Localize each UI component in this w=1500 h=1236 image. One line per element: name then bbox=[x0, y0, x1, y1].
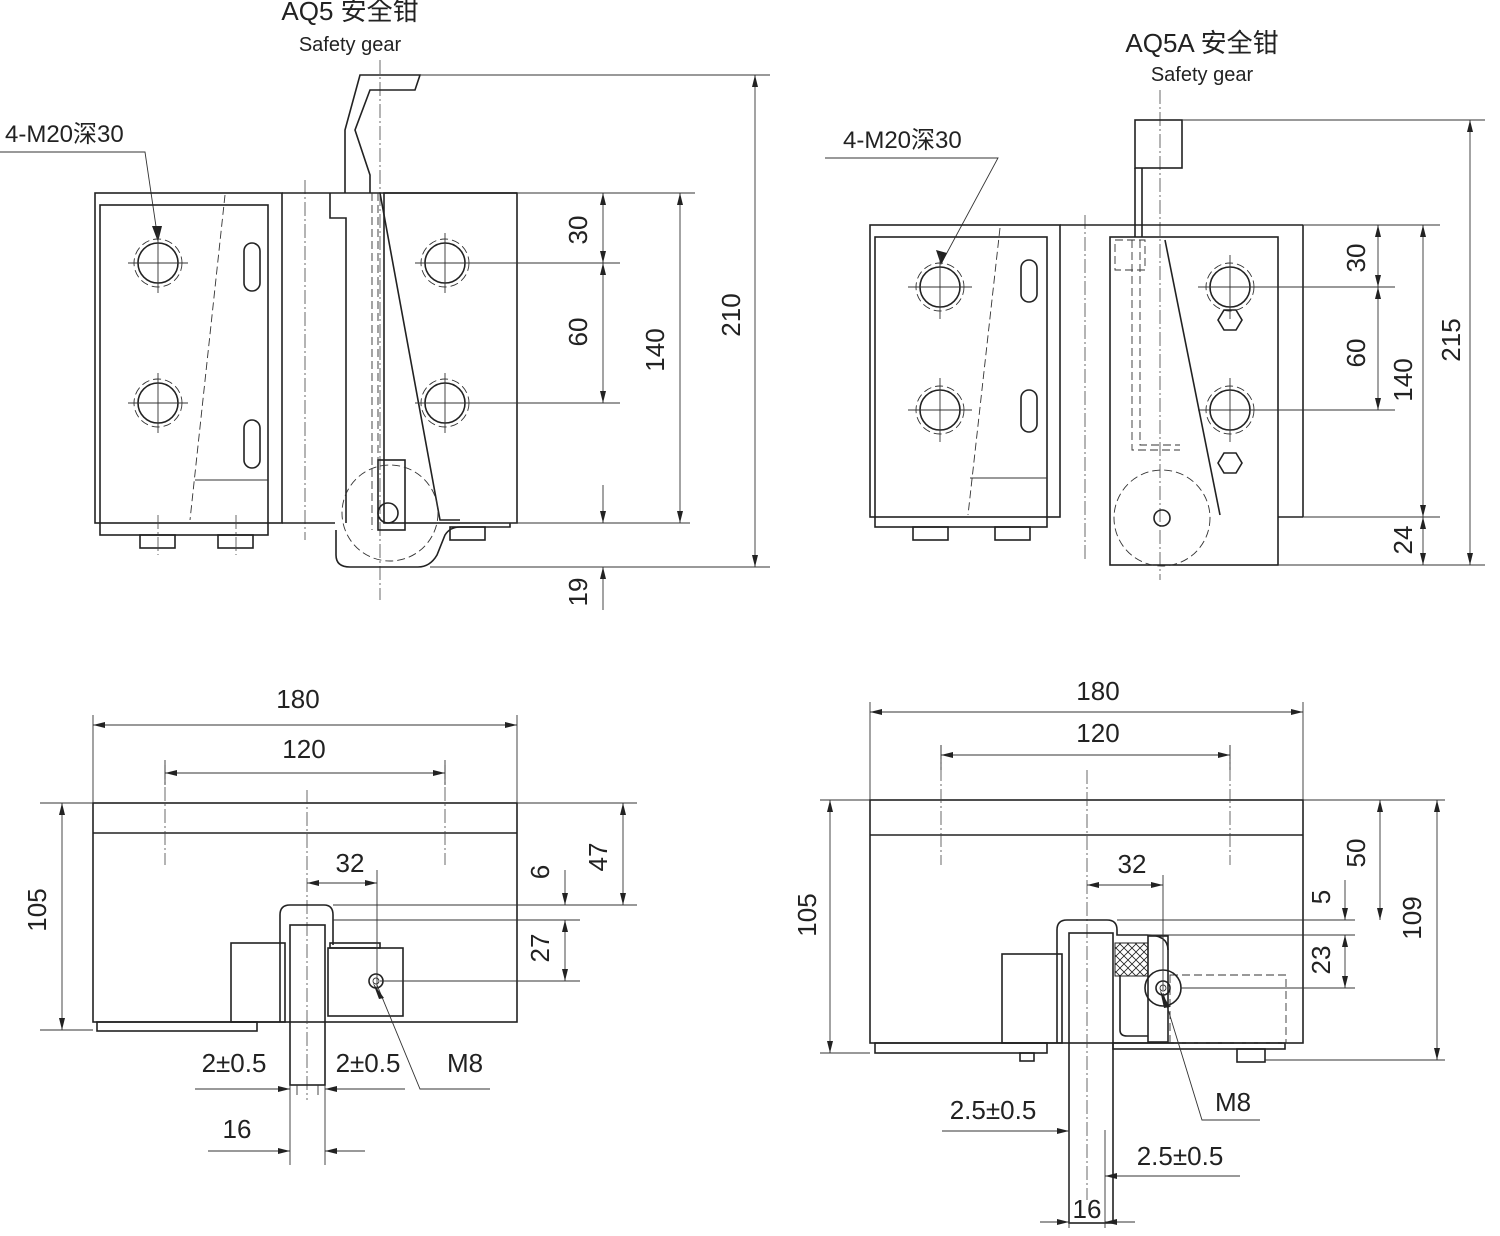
dim-60: 60 bbox=[1341, 339, 1371, 368]
dim-50: 50 bbox=[1341, 839, 1371, 868]
aq5-top-view: 180 120 105 32 47 6 27 2±0.5 2±0.5 M8 16 bbox=[22, 684, 637, 1165]
dim-5: 5 bbox=[1306, 890, 1336, 904]
gap-right: 2.5±0.5 bbox=[1137, 1141, 1224, 1171]
bolt-label: M8 bbox=[447, 1048, 483, 1078]
dim-60: 60 bbox=[563, 318, 593, 347]
dim-47: 47 bbox=[583, 843, 613, 872]
aq5a-side-view: AQ5A 安全钳 Safety gear 4-M20深30 bbox=[825, 28, 1485, 580]
rail-width: 16 bbox=[223, 1114, 252, 1144]
aq5a-title: AQ5A 安全钳 bbox=[1125, 28, 1278, 58]
dim-30: 30 bbox=[563, 216, 593, 245]
rail-width: 16 bbox=[1073, 1194, 1102, 1224]
aq5-thread-note: 4-M20深30 bbox=[5, 121, 124, 148]
dim-19: 19 bbox=[563, 578, 593, 607]
dim-120: 120 bbox=[1076, 718, 1119, 748]
dim-109: 109 bbox=[1397, 896, 1427, 939]
aq5-side-view: AQ5 安全钳 Safety gear 4-M20深30 bbox=[0, 0, 770, 610]
gap-left: 2±0.5 bbox=[202, 1048, 267, 1078]
dim-140: 140 bbox=[1388, 358, 1418, 401]
bolt-holes bbox=[128, 233, 470, 469]
dim-32: 32 bbox=[336, 848, 365, 878]
bolt-label: M8 bbox=[1215, 1087, 1251, 1117]
dim-215: 215 bbox=[1436, 318, 1466, 361]
aq5a-subtitle: Safety gear bbox=[1151, 64, 1254, 86]
aq5a-thread-note: 4-M20深30 bbox=[843, 127, 962, 154]
dim-24: 24 bbox=[1388, 526, 1418, 555]
gap-left: 2.5±0.5 bbox=[950, 1095, 1037, 1125]
dim-180: 180 bbox=[1076, 676, 1119, 706]
dim-6: 6 bbox=[525, 865, 555, 879]
aq5a-top-view: 180 120 105 32 50 5 23 109 2.5±0.5 2.5±0… bbox=[792, 676, 1445, 1228]
dim-180: 180 bbox=[276, 684, 319, 714]
dim-32: 32 bbox=[1118, 849, 1147, 879]
dim-105: 105 bbox=[792, 893, 822, 936]
dim-140: 140 bbox=[640, 328, 670, 371]
aq5-subtitle: Safety gear bbox=[299, 34, 402, 56]
dim-30: 30 bbox=[1341, 244, 1371, 273]
dim-210: 210 bbox=[716, 293, 746, 336]
dim-27: 27 bbox=[525, 934, 555, 963]
gap-right: 2±0.5 bbox=[336, 1048, 401, 1078]
dim-23: 23 bbox=[1306, 946, 1336, 975]
aq5-title: AQ5 安全钳 bbox=[281, 0, 418, 26]
dim-105: 105 bbox=[22, 888, 52, 931]
bolt-holes bbox=[908, 255, 1255, 474]
dim-120: 120 bbox=[282, 734, 325, 764]
